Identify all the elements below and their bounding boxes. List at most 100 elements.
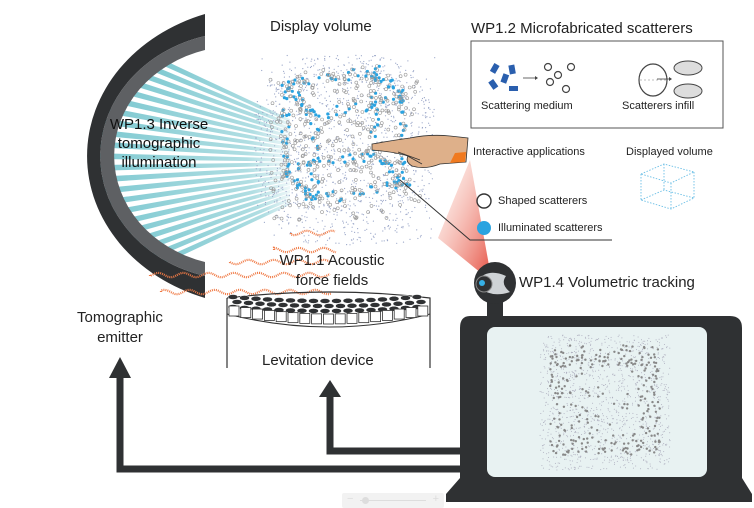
screen-scatterer <box>625 407 629 410</box>
zoom-out-button[interactable]: − <box>347 493 354 505</box>
shaped-scatterer <box>379 98 383 103</box>
transducer-body <box>393 308 405 320</box>
fine-dot <box>296 151 298 153</box>
screen-scatterer <box>648 430 651 433</box>
screen-dot <box>635 356 637 358</box>
screen-dot <box>623 362 625 364</box>
screen-dot <box>661 348 663 350</box>
screen-dot <box>636 414 638 415</box>
shaped-scatterer <box>412 107 416 112</box>
screen-dot <box>541 419 543 421</box>
fine-dot <box>271 71 273 73</box>
fine-dot <box>369 201 371 204</box>
screen-scatterer <box>604 439 607 442</box>
screen-dot <box>574 467 576 469</box>
zoom-in-button[interactable]: + <box>432 493 439 505</box>
zoom-slider-thumb[interactable] <box>362 497 369 504</box>
screen-dot <box>665 336 667 338</box>
fine-dot <box>404 96 406 98</box>
screen-dot <box>651 467 653 469</box>
fine-dot <box>283 94 285 96</box>
screen-dot <box>620 437 622 439</box>
shaped-scatterer <box>290 179 295 183</box>
shaped-scatterer <box>376 82 381 87</box>
fine-dot <box>365 66 367 68</box>
screen-scatterer <box>580 442 584 445</box>
screen-scatterer <box>648 376 651 380</box>
screen-dot <box>542 458 544 460</box>
shaped-scatterer <box>369 170 373 175</box>
fine-dot <box>351 183 353 185</box>
illuminated-scatterer <box>280 83 284 87</box>
zoom-control[interactable]: − + <box>342 493 444 508</box>
screen-dot <box>620 457 622 458</box>
screen-dot <box>596 419 598 421</box>
screen-dot <box>619 441 621 443</box>
fine-dot <box>407 197 409 199</box>
fine-dot <box>381 201 384 203</box>
fine-dot <box>387 225 389 228</box>
fine-dot <box>393 115 395 117</box>
screen-dot <box>547 403 549 405</box>
fine-dot <box>325 104 327 107</box>
fine-dot <box>328 143 330 145</box>
screen-dot <box>581 369 583 371</box>
fine-dot <box>269 133 271 136</box>
screen-dot <box>578 357 580 359</box>
fine-dot <box>399 206 402 208</box>
arrowhead-emitter-icon <box>109 357 131 378</box>
screen-scatterer <box>581 406 584 409</box>
screen-scatterer <box>656 432 659 435</box>
screen-dot <box>654 384 655 386</box>
fine-dot <box>317 58 319 60</box>
shaped-scatterer <box>280 205 285 210</box>
fine-dot <box>267 211 270 213</box>
fine-dot <box>325 99 327 102</box>
zoom-slider-track[interactable] <box>360 500 426 501</box>
transducer <box>415 299 427 305</box>
fine-dot <box>362 214 365 216</box>
fine-dot <box>325 147 327 149</box>
screen-dot <box>557 408 559 410</box>
screen-dot <box>592 449 593 451</box>
screen-dot <box>640 418 641 420</box>
transducer-body <box>405 307 417 318</box>
fine-dot <box>343 98 345 100</box>
screen-dot <box>624 424 626 426</box>
fine-dot <box>341 102 343 104</box>
fine-dot <box>289 101 291 103</box>
screen-dot <box>607 428 609 430</box>
screen-dot <box>590 410 591 412</box>
fine-dot <box>383 88 385 90</box>
shaped-scatterer <box>271 189 276 193</box>
screen-dot <box>626 432 628 434</box>
fine-dot <box>331 109 333 111</box>
screen-dot <box>618 334 620 336</box>
screen-dot <box>655 390 656 392</box>
transducer <box>404 300 415 306</box>
screen-dot <box>647 468 649 470</box>
screen-dot <box>575 389 576 391</box>
fine-dot <box>316 240 318 242</box>
fine-dot <box>367 144 369 146</box>
shaped-scatterer <box>337 180 342 184</box>
screen-dot <box>541 424 543 426</box>
fine-dot <box>307 175 310 177</box>
screen-dot <box>539 391 541 392</box>
fine-dot <box>333 153 335 155</box>
fine-dot <box>334 218 337 220</box>
shaped-scatterer <box>373 151 378 156</box>
fine-dot <box>349 244 351 246</box>
screen-dot <box>565 458 567 460</box>
illuminated-scatterer <box>365 69 369 74</box>
fine-dot <box>414 181 416 183</box>
fine-dot <box>264 180 266 182</box>
screen-dot <box>645 460 647 462</box>
fine-dot <box>257 204 259 206</box>
screen-dot <box>649 463 651 465</box>
fine-dot <box>352 238 355 240</box>
screen-dot <box>573 424 575 426</box>
fine-dot <box>298 153 300 155</box>
fine-dot <box>397 194 399 196</box>
screen-dot <box>626 341 628 343</box>
